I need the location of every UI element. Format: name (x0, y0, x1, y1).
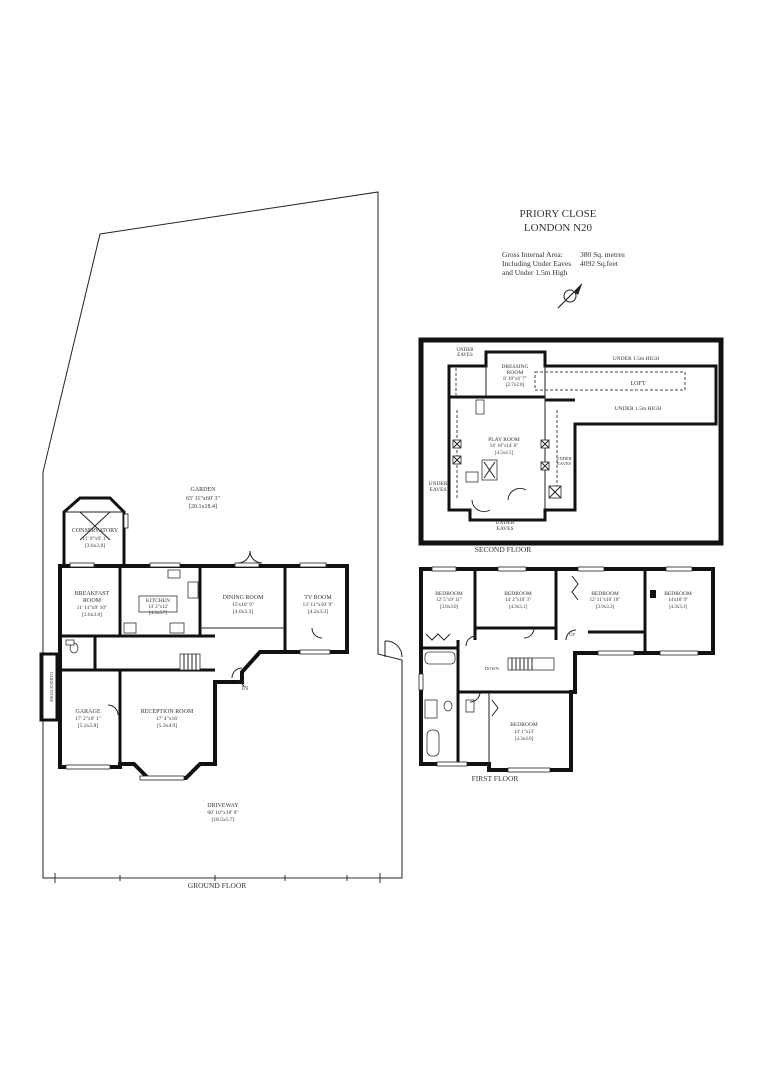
up-label: UP (569, 632, 575, 637)
property-title: PRIORY CLOSE (520, 208, 597, 220)
bed1-dim-imperial: 12' 5"x9' 11" (436, 598, 462, 603)
second-floor: UNDER EAVES DRESSING ROOM 8' 10"x6' 7" [… (418, 337, 724, 554)
bed2-dim-imperial: 14' 2"x10' 3" (505, 598, 531, 603)
driveway-dim-imperial: 60' 10"x18' 9" (207, 810, 238, 816)
bed5-name: BEDROOM (510, 722, 538, 728)
eaves-under-3: UNDER (556, 456, 572, 461)
play-room-dim-metric: [4.5x4.5] (495, 451, 514, 456)
eaves-under-2: UNDER (429, 481, 448, 487)
bed2-name: BEDROOM (504, 591, 532, 597)
eaves-under-4: UNDER (496, 520, 515, 526)
area-label-2: Including Under Eaves (502, 259, 571, 268)
bed4-name: BEDROOM (664, 591, 692, 597)
dressing-name-2: ROOM (507, 370, 524, 376)
bed5-dim-metric: [4.3x4.0] (515, 737, 534, 742)
dining-dim-metric: [4.6x3.3] (233, 609, 253, 615)
eaves-eaves-3: EAVES (557, 461, 571, 466)
bed5-dim-imperial: 14' 1"x13' (514, 730, 534, 735)
second-floor-label: SECOND FLOOR (475, 545, 531, 554)
conservatory-dim-imperial: 11' 9"x9' 1" (82, 536, 108, 542)
bed3-dim-metric: [3.9x3.3] (596, 605, 615, 610)
breakfast-name-2: ROOM (83, 598, 102, 604)
garden-store-label: GARDEN STORE (49, 672, 54, 703)
down-label: DOWN (485, 666, 500, 671)
area-metric: 380 Sq. metres (580, 250, 625, 259)
under-15-bottom: UNDER 1.5m HIGH (615, 406, 662, 412)
garden-store (39, 652, 59, 722)
dressing-dim-imperial: 8' 10"x6' 7" (503, 377, 526, 382)
conservatory-name: CONSERVATORY (72, 528, 119, 534)
dining-dim-imperial: 15'x10' 9" (232, 602, 254, 608)
eaves-eaves-1: EAVES (457, 353, 473, 358)
dressing-dim-metric: [2.7x2.0] (506, 383, 525, 388)
eaves-under-1: UNDER (456, 348, 474, 353)
property-subtitle: LONDON N20 (524, 222, 593, 234)
reception-name: RECEPTION ROOM (141, 709, 194, 715)
garden-name: GARDEN (191, 487, 217, 493)
play-room-dim-imperial: 14' 10"x14' 8" (490, 444, 518, 449)
eaves-eaves-4: EAVES (496, 526, 513, 532)
conservatory-dim-metric: [3.6x2.8] (85, 543, 105, 549)
bed4-dim-imperial: 14'x10' 9" (668, 598, 688, 603)
compass-icon (557, 283, 583, 309)
second-floor-outline (447, 350, 718, 522)
garage-dim-metric: [5.2x2.8] (78, 723, 98, 729)
area-label-3: and Under 1.5m High (502, 268, 568, 277)
header: PRIORY CLOSE LONDON N20 Gross Internal A… (502, 208, 625, 309)
entrance-label: IN (242, 686, 249, 692)
area-label-1: Gross Internal Area: (502, 250, 563, 259)
loft-area (534, 371, 686, 391)
play-room-name: PLAY ROOM (488, 437, 520, 443)
dressing-name-1: DRESSING (502, 364, 529, 370)
kitchen-island (138, 595, 178, 613)
ground-floor: GARDEN STORE (39, 191, 403, 890)
garden-dim-imperial: 65' 11"x60' 3" (186, 496, 220, 502)
kitchen-dim-metric: [4.3x3.7] (149, 611, 168, 616)
eaves-eaves-2: EAVES (429, 487, 446, 493)
first-floor-label: FIRST FLOOR (472, 774, 519, 783)
dining-name: DINING ROOM (223, 595, 264, 601)
driveway-dim-metric: [18.5x5.7] (212, 817, 235, 823)
ground-floor-label: GROUND FLOOR (188, 881, 247, 890)
first-floor: BEDROOM 12' 5"x9' 11" [3.8x3.0] BEDROOM … (418, 566, 715, 783)
bed4-dim-metric: [4.3x3.3] (669, 605, 688, 610)
breakfast-dim-imperial: 11' 11"x9' 10" (77, 605, 108, 611)
garden-dim-metric: [20.1x18.4] (189, 504, 217, 510)
under-15-top: UNDER 1.5m HIGH (613, 356, 660, 362)
kitchen-name: KITCHEN (146, 598, 170, 604)
breakfast-dim-metric: [3.6x3.0] (82, 612, 102, 618)
bed1-name: BEDROOM (435, 591, 463, 597)
bed3-name: BEDROOM (591, 591, 619, 597)
tv-room-name: TV ROOM (304, 595, 332, 601)
plot-boundary (42, 191, 403, 879)
garage-name: GARAGE (76, 709, 101, 715)
bed3-dim-imperial: 12' 11"x10' 10" (590, 598, 621, 603)
driveway-name: DRIVEWAY (207, 803, 239, 809)
tv-room-dim-imperial: 13' 11"x10' 9" (302, 602, 333, 608)
area-imperial: 4092 Sq.feet (580, 259, 619, 268)
reception-dim-imperial: 17' 4"x16' (156, 716, 178, 722)
breakfast-name-1: BREAKFAST (75, 591, 110, 597)
bed1-dim-metric: [3.8x3.0] (440, 605, 459, 610)
reception-dim-metric: [5.3x4.9] (157, 723, 177, 729)
tv-room-dim-metric: [4.2x3.3] (308, 609, 328, 615)
garage-dim-imperial: 17' 2"x9' 1" (75, 716, 101, 722)
loft-name: LOFT (631, 381, 646, 387)
bed2-dim-metric: [4.3x3.1] (509, 605, 528, 610)
kitchen-dim-imperial: 14' 2"x12' (148, 605, 168, 610)
